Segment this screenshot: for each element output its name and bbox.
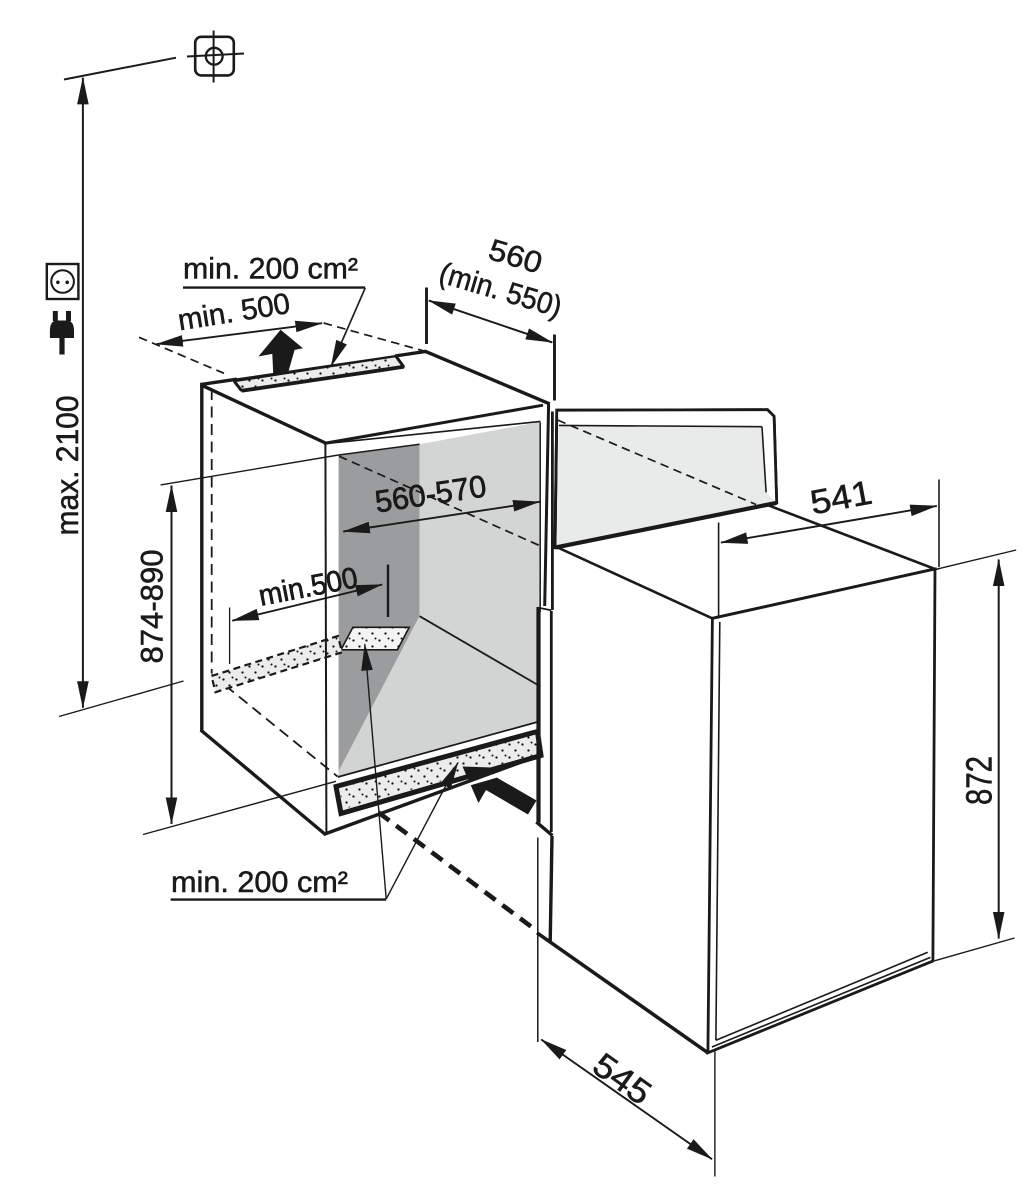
svg-text:874-890: 874-890 [134,550,170,664]
svg-text:max. 2100: max. 2100 [49,396,85,536]
svg-text:min. 200 cm²: min. 200 cm² [171,866,348,899]
svg-text:872: 872 [959,756,1000,805]
svg-text:min. 200 cm²: min. 200 cm² [183,253,358,286]
